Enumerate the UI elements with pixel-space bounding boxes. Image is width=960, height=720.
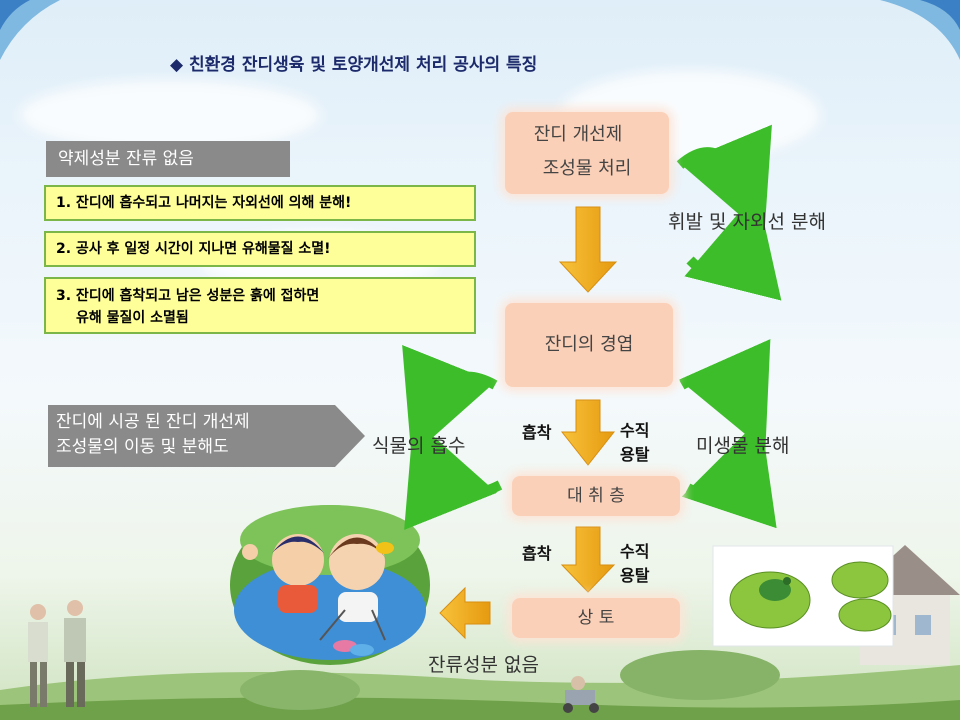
down-arrow [560,399,616,466]
left-arrow [439,586,491,640]
header-label: 조성물의 이동 및 분해도 [56,437,229,457]
flow-box-thatch: 대 취 층 [512,476,680,516]
tree-decoration [240,670,360,710]
feature-item-3: 3. 잔디에 흡착되고 남은 성분은 흙에 접하면 유해 물질이 소멸됨 [44,277,476,334]
tree-decoration [620,650,780,700]
feature-text: 유해 물질이 소멸됨 [76,310,189,326]
grass-ground [0,697,960,720]
cloud-decoration [20,80,320,150]
volatilize-arrow-top [676,124,772,237]
scooter-illustration [563,676,599,713]
feature-text: 2. 공사 후 일정 시간이 지나면 유해물질 소멸! [56,241,331,257]
header-label: 잔디에 시공 된 잔디 개선제 [56,412,250,432]
flow-box-leaves: 잔디의 경엽 [505,303,673,387]
microbial-decomposition-label: 미생물 분해 [696,435,790,457]
corner-swoosh [0,0,30,30]
down-arrow [560,526,616,593]
feature-item-2: 2. 공사 후 일정 시간이 지나면 유해물질 소멸! [44,231,476,267]
leaching-label: 수직 용탈 [620,419,649,467]
feature-text: 3. 잔디에 흡착되고 남은 성분은 흙에 접하면 [56,288,320,304]
volatilization-label: 휘발 및 자외선 분해 [668,211,826,233]
header-label: 약제성분 잔류 없음 [58,149,194,169]
leaching-label: 수직 용탈 [620,540,649,588]
plant-absorption-label: 식물의 흡수 [372,435,466,457]
absorb-arrow-top [402,344,498,457]
volatilize-arrow-bottom [684,191,782,301]
flow-box-topsoil: 상 토 [512,598,680,638]
box-label: 잔디의 경엽 [544,334,634,355]
house-illustration [915,615,931,635]
microbe-arrow-top [678,338,771,451]
adsorption-label: 흡착 [522,544,552,563]
elderly-couple-illustration [28,600,86,707]
flow-box-treatment: 잔디 개선제 조성물 처리 [505,112,669,194]
no-chemical-residue-header: 약제성분 잔류 없음 [46,141,290,177]
corner-swoosh [880,0,960,60]
absorb-arrow-bottom [404,418,503,531]
page-title: ◆ 친환경 잔디생육 및 토양개선제 처리 공사의 특징 [170,55,538,75]
adsorption-label: 흡착 [522,423,552,442]
box-label: 조성물 처리 [542,158,632,179]
leaching-label-line: 용탈 [620,566,650,585]
migration-header: 잔디에 시공 된 잔디 개선제 조성물의 이동 및 분해도 [56,410,346,460]
leaching-label-line: 수직 [620,542,650,561]
microbe-arrow-bottom [681,417,777,529]
box-label: 잔디 개선제 [533,124,623,145]
leaching-label-line: 수직 [620,421,650,440]
corner-swoosh [0,0,60,60]
corner-swoosh [920,0,960,30]
feature-text: 1. 잔디에 흡수되고 나머지는 자외선에 의해 분해! [56,195,352,211]
box-label: 상 토 [577,608,615,628]
down-arrow [558,206,618,293]
no-residue-label: 잔류성분 없음 [428,654,539,676]
leaching-label-line: 용탈 [620,445,650,464]
feature-item-1: 1. 잔디에 흡수되고 나머지는 자외선에 의해 분해! [44,185,476,221]
box-label: 대 취 층 [567,486,625,506]
